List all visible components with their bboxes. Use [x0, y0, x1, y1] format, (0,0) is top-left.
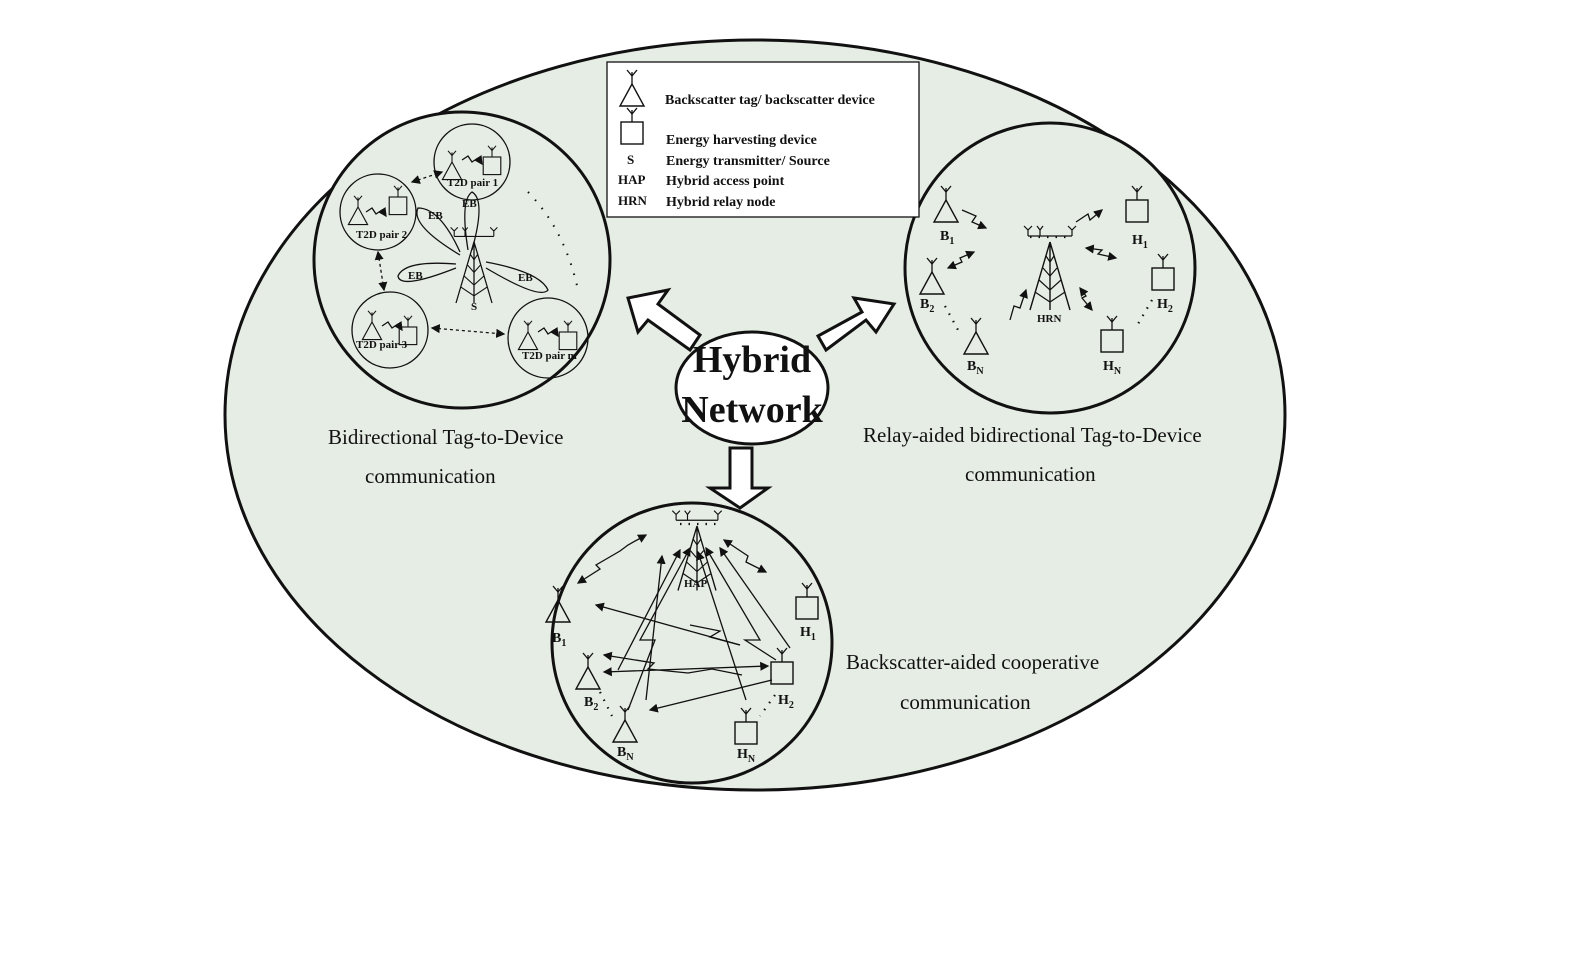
right-hn-label: HN — [1103, 359, 1122, 377]
backscatter-cooperative-panel: HAP B1 H1 B2 H2 BN HN — [545, 501, 834, 785]
right-bn-label: BN — [967, 359, 984, 377]
legend-source-text: Energy transmitter/ Source — [666, 154, 830, 169]
bidirectional-t2d-panel: EB EB EB EB S T2D pair 1 T2D pair 2 T2D … — [312, 110, 612, 410]
hrn-label: HRN — [1037, 313, 1062, 325]
legend-harvester-text: Energy harvesting device — [666, 133, 817, 148]
arrow-to-left-panel — [626, 287, 703, 353]
legend-source-symbol: S — [627, 152, 634, 167]
caption-left-line1: Bidirectional Tag-to-Device — [328, 425, 563, 449]
t2d-pair-m-label: T2D pair m — [522, 350, 577, 362]
right-h2-label: H2 — [1157, 297, 1173, 315]
caption-bottom-line1: Backscatter-aided cooperative — [846, 650, 1099, 674]
legend-hrn-symbol: HRN — [618, 193, 648, 208]
t2d-pair-1-label: T2D pair 1 — [447, 177, 498, 189]
eb-label-3: EB — [408, 270, 423, 282]
hap-label: HAP — [684, 578, 708, 590]
hub-title-line2: Network — [681, 389, 823, 431]
bottom-b1-label: B1 — [552, 631, 566, 649]
t2d-pair-3-bubble — [351, 291, 429, 369]
legend-hap-symbol: HAP — [618, 172, 646, 187]
arrow-to-bottom-panel — [705, 446, 773, 510]
arrow-to-right-panel — [815, 296, 897, 353]
caption-right-line2: communication — [965, 462, 1096, 486]
legend-hap-text: Hybrid access point — [666, 174, 785, 189]
relay-aided-t2d-panel: B1 H1 B2 H2 BN HN HRN — [903, 121, 1197, 415]
t2d-pair-2-bubble — [339, 173, 417, 251]
bottom-b2-label: B2 — [584, 695, 598, 713]
t2d-pair-m-bubble — [507, 297, 589, 379]
hub-title-line1: Hybrid — [693, 339, 811, 381]
caption-left-line2: communication — [365, 464, 496, 488]
eb-label-2: EB — [462, 198, 477, 210]
t2d-pair-3-label: T2D pair 3 — [356, 339, 408, 351]
bottom-hn-label: HN — [737, 747, 756, 765]
t2d-pair-2-label: T2D pair 2 — [356, 229, 408, 241]
legend-box: Backscatter tag/ backscatter device Ener… — [606, 61, 920, 218]
eb-label-1: EB — [428, 210, 443, 222]
bottom-h2-label: H2 — [778, 693, 794, 711]
right-b1-label: B1 — [940, 229, 954, 247]
eb-label-4: EB — [518, 272, 533, 284]
bottom-h1-label: H1 — [800, 625, 816, 643]
legend-tag-text: Backscatter tag/ backscatter device — [665, 93, 875, 108]
caption-bottom-line2: communication — [900, 690, 1031, 714]
hybrid-network-hub: Hybrid Network — [626, 287, 897, 510]
source-label: S — [471, 301, 477, 313]
right-h1-label: H1 — [1132, 233, 1148, 251]
right-b2-label: B2 — [920, 297, 934, 315]
legend-hrn-text: Hybrid relay node — [666, 195, 775, 210]
bottom-bn-label: BN — [617, 745, 634, 763]
caption-right-line1: Relay-aided bidirectional Tag-to-Device — [863, 423, 1202, 447]
t2d-pair-1-bubble — [433, 123, 511, 201]
